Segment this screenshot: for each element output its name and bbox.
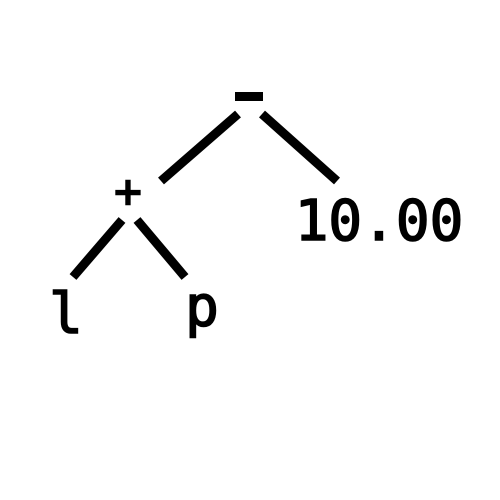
edge-minus-to-ten xyxy=(259,110,340,185)
node-leaf-l-label: l xyxy=(49,282,83,347)
edge-plus-to-l xyxy=(69,217,126,280)
edge-plus-to-p xyxy=(133,217,189,280)
node-number-label: 10.00 xyxy=(295,189,464,254)
node-leaf-p-label: p xyxy=(185,275,219,340)
node-root-minus: - xyxy=(235,62,263,113)
edge-minus-to-plus xyxy=(158,110,241,185)
minus-operator-glyph xyxy=(235,92,263,101)
node-root-label: - xyxy=(236,62,263,113)
node-plus-label: + xyxy=(114,164,142,218)
